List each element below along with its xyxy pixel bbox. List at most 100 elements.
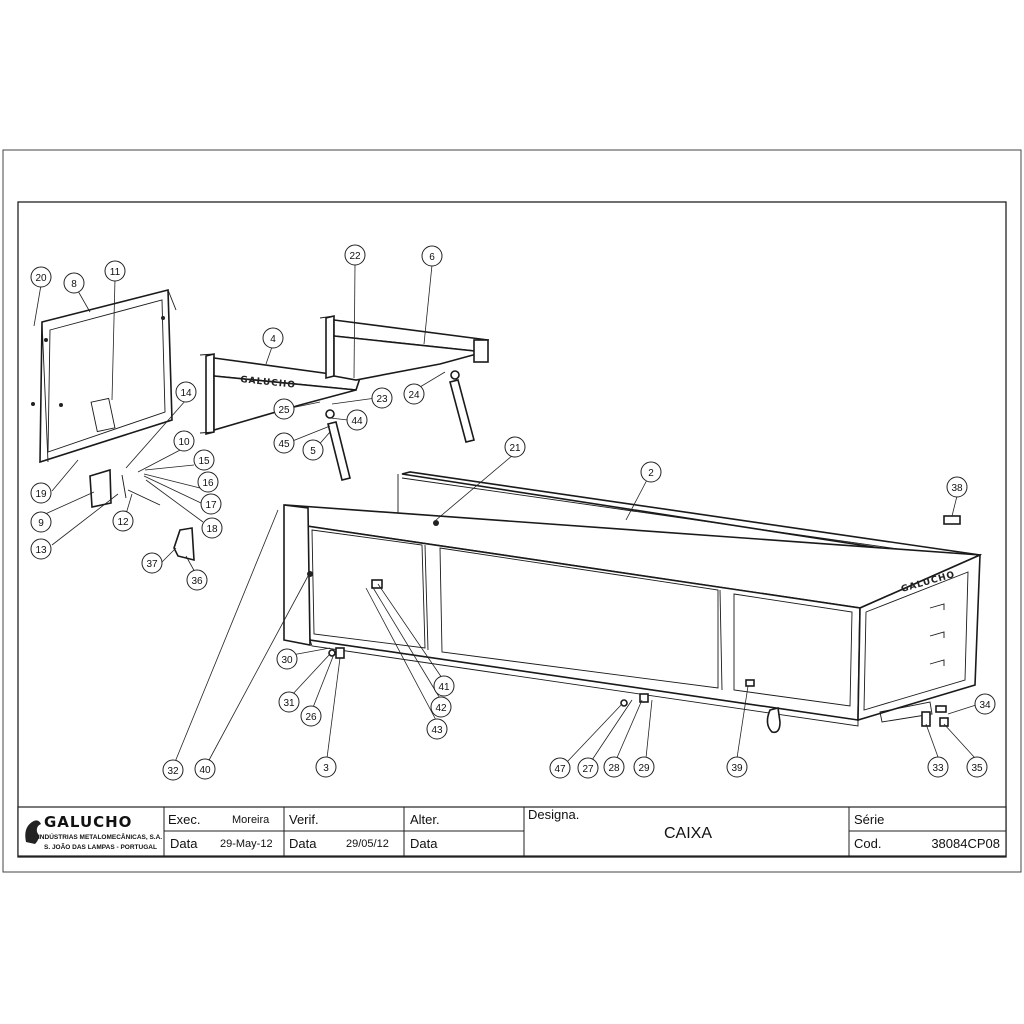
callout-43: 43 xyxy=(426,718,448,740)
callout-2: 2 xyxy=(640,461,662,483)
callout-20: 20 xyxy=(30,266,52,288)
callout-18: 18 xyxy=(201,517,223,539)
svg-text:34: 34 xyxy=(979,700,991,711)
svg-text:30: 30 xyxy=(281,655,293,666)
callout-3: 3 xyxy=(315,756,337,778)
drawing-frame xyxy=(17,201,1007,858)
svg-text:16: 16 xyxy=(202,478,214,489)
svg-text:10: 10 xyxy=(178,437,190,448)
callout-19: 19 xyxy=(30,482,52,504)
svg-text:29: 29 xyxy=(638,763,650,774)
svg-text:19: 19 xyxy=(35,489,47,500)
exec-value: Moreira xyxy=(232,814,270,826)
svg-text:25: 25 xyxy=(278,405,290,416)
callout-13: 13 xyxy=(30,538,52,560)
callout-33: 33 xyxy=(927,756,949,778)
alter-date-label: Data xyxy=(410,836,438,851)
svg-text:23: 23 xyxy=(376,394,388,405)
alter-label: Alter. xyxy=(410,812,440,827)
callout-16: 16 xyxy=(197,471,219,493)
svg-text:37: 37 xyxy=(146,559,158,570)
rear-strut xyxy=(449,370,475,443)
svg-text:3: 3 xyxy=(323,763,329,774)
svg-text:15: 15 xyxy=(198,456,210,467)
svg-text:11: 11 xyxy=(110,267,121,278)
callout-30: 30 xyxy=(276,648,298,670)
svg-text:41: 41 xyxy=(438,682,450,693)
callout-36: 36 xyxy=(186,569,208,591)
svg-text:20: 20 xyxy=(35,273,47,284)
callout-47: 47 xyxy=(549,757,571,779)
callout-31: 31 xyxy=(278,691,300,713)
callout-41: 41 xyxy=(433,675,455,697)
svg-text:35: 35 xyxy=(971,763,983,774)
callout-45: 45 xyxy=(273,432,295,454)
callout-32: 32 xyxy=(162,759,184,781)
svg-text:36: 36 xyxy=(191,576,203,587)
designa-label: Designa. xyxy=(528,807,579,822)
callout-4: 4 xyxy=(262,327,284,349)
callout-21: 21 xyxy=(504,436,526,458)
callout-9: 9 xyxy=(30,511,52,533)
callout-38: 38 xyxy=(946,476,968,498)
svg-text:32: 32 xyxy=(167,766,179,777)
callouts-group: 20 8 11 22 6 4 14 24 23 25 44 10 45 5 21… xyxy=(30,244,996,781)
small-plate xyxy=(89,468,112,508)
callout-8: 8 xyxy=(63,272,85,294)
callout-23: 23 xyxy=(371,387,393,409)
title-block: GALUCHO INDÚSTRIAS METALOMECÂNICAS, S.A.… xyxy=(17,806,1007,857)
hardware-pieces xyxy=(307,520,949,727)
svg-text:26: 26 xyxy=(305,712,317,723)
svg-text:17: 17 xyxy=(205,500,217,511)
callout-27: 27 xyxy=(577,757,599,779)
svg-text:6: 6 xyxy=(429,252,435,263)
callout-37: 37 xyxy=(141,552,163,574)
designa-value: CAIXA xyxy=(664,825,712,842)
callout-17: 17 xyxy=(200,493,222,515)
callout-40: 40 xyxy=(194,758,216,780)
plate-38 xyxy=(943,515,961,525)
exec-date-label: Data xyxy=(170,836,198,851)
front-strut xyxy=(325,409,351,481)
callout-5: 5 xyxy=(302,439,324,461)
verif-date-label: Data xyxy=(289,836,317,851)
rooster-icon xyxy=(25,820,41,844)
callout-35: 35 xyxy=(966,756,988,778)
svg-text:43: 43 xyxy=(431,725,443,736)
verif-date-value: 29/05/12 xyxy=(346,838,389,850)
callout-34: 34 xyxy=(974,693,996,715)
svg-text:28: 28 xyxy=(608,763,620,774)
callout-28: 28 xyxy=(603,756,625,778)
svg-text:4: 4 xyxy=(270,334,276,345)
svg-text:8: 8 xyxy=(71,279,77,290)
svg-text:2: 2 xyxy=(648,468,654,479)
callout-24: 24 xyxy=(403,383,425,405)
main-box-body: GALUCHO xyxy=(283,504,981,734)
outer-frame xyxy=(2,149,1022,873)
svg-text:33: 33 xyxy=(932,763,944,774)
verif-label: Verif. xyxy=(289,812,319,827)
exec-date-value: 29-May-12 xyxy=(220,838,273,850)
svg-text:24: 24 xyxy=(408,390,420,401)
callout-22: 22 xyxy=(344,244,366,266)
callout-6: 6 xyxy=(421,245,443,267)
svg-text:27: 27 xyxy=(582,764,594,775)
callout-12: 12 xyxy=(112,510,134,532)
svg-text:14: 14 xyxy=(180,388,192,399)
svg-text:40: 40 xyxy=(199,765,211,776)
callout-44: 44 xyxy=(346,409,368,431)
callout-26: 26 xyxy=(300,705,322,727)
svg-text:47: 47 xyxy=(554,764,566,775)
svg-text:22: 22 xyxy=(349,251,361,262)
leader-lines xyxy=(33,263,977,763)
front-bracket: GALUCHO xyxy=(199,352,362,436)
hinge-pin xyxy=(121,474,161,506)
door-panel xyxy=(31,288,177,464)
svg-text:21: 21 xyxy=(509,443,521,454)
svg-text:39: 39 xyxy=(731,763,743,774)
company-line2: S. JOÃO DAS LAMPAS - PORTUGAL xyxy=(44,842,157,851)
callout-42: 42 xyxy=(430,696,452,718)
svg-text:5: 5 xyxy=(310,446,316,457)
cod-value: 38084CP08 xyxy=(931,836,1000,851)
